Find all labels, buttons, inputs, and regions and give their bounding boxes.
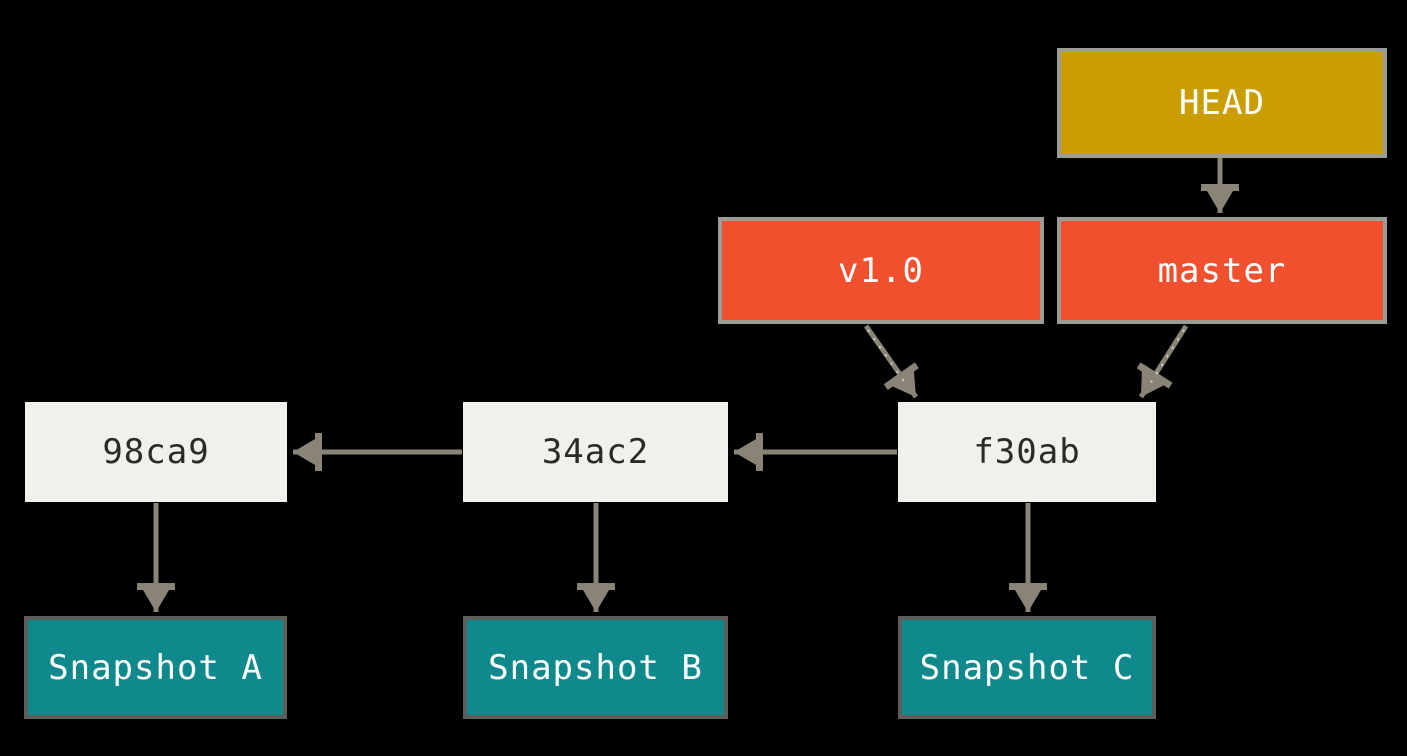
- node-snapshot-b-label: Snapshot B: [488, 647, 703, 688]
- node-branch-master: master: [1057, 217, 1387, 324]
- node-snapshot-b: Snapshot B: [463, 616, 728, 719]
- node-snapshot-a-label: Snapshot A: [48, 647, 263, 688]
- node-head-label: HEAD: [1179, 83, 1265, 123]
- node-commit-34ac2-label: 34ac2: [541, 432, 650, 472]
- arrow-v1-0-to-f30ab: [863, 324, 919, 399]
- node-head: HEAD: [1057, 48, 1387, 158]
- node-branch-master-label: master: [1157, 250, 1287, 291]
- node-tag-v1-0: v1.0: [718, 217, 1044, 324]
- node-snapshot-a: Snapshot A: [24, 616, 287, 719]
- arrow-master-to-f30ab: [1136, 324, 1189, 399]
- node-snapshot-c: Snapshot C: [898, 616, 1156, 719]
- node-commit-98ca9-label: 98ca9: [102, 432, 210, 472]
- node-commit-34ac2: 34ac2: [463, 402, 728, 502]
- node-commit-98ca9: 98ca9: [25, 402, 287, 502]
- node-commit-f30ab-label: f30ab: [973, 432, 1081, 472]
- node-snapshot-c-label: Snapshot C: [919, 647, 1135, 688]
- node-commit-f30ab: f30ab: [898, 402, 1156, 502]
- node-tag-v1-0-label: v1.0: [838, 250, 924, 291]
